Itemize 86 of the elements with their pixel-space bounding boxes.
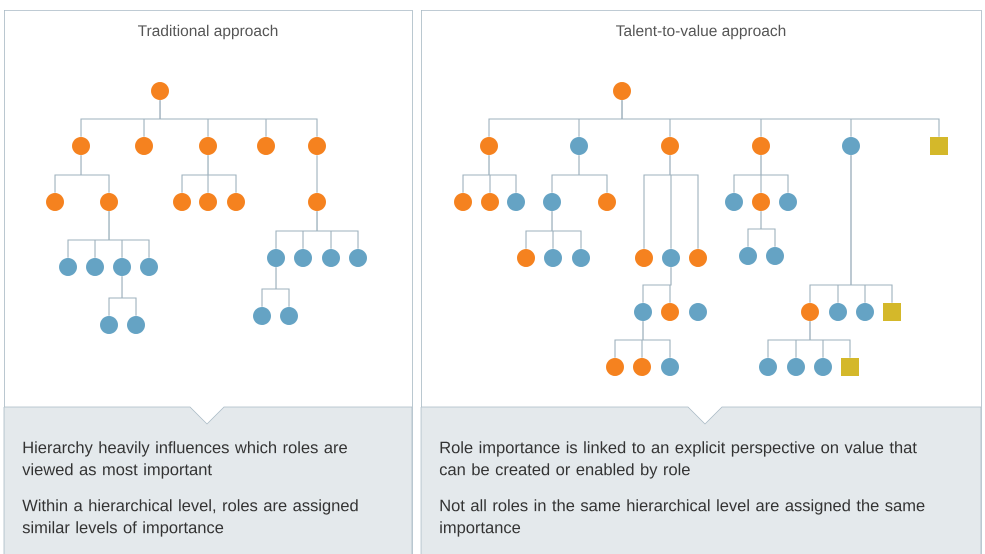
role-circle <box>544 249 562 267</box>
role-circle <box>46 193 64 211</box>
role-circle <box>725 193 743 211</box>
role-circle <box>689 303 707 321</box>
role-circle <box>199 193 217 211</box>
role-circle <box>199 137 217 155</box>
connector-line <box>551 211 582 249</box>
connector-line <box>275 267 290 307</box>
role-circle <box>759 358 777 376</box>
role-circle <box>829 303 847 321</box>
role-circle <box>598 193 616 211</box>
role-circle <box>280 307 298 325</box>
role-circle <box>86 258 104 276</box>
role-square <box>930 137 948 155</box>
role-circle <box>787 358 805 376</box>
role-circle <box>100 316 118 334</box>
role-circle <box>517 249 535 267</box>
role-circle <box>634 303 652 321</box>
description-text: Role importance is linked to an explicit perspective on value that can be created or enabled by role <box>440 441 917 479</box>
role-circle <box>253 307 271 325</box>
role-circle <box>572 249 590 267</box>
role-circle <box>294 249 312 267</box>
role-circle <box>801 303 819 321</box>
role-square <box>841 358 859 376</box>
role-circle <box>662 249 680 267</box>
role-circle <box>59 258 78 276</box>
role-circle <box>308 137 326 155</box>
role-circle <box>635 249 653 267</box>
connector-line <box>669 155 699 249</box>
panel-heading: Talent-to-value approach <box>616 24 786 40</box>
role-circle <box>661 358 679 376</box>
role-circle <box>661 137 679 155</box>
role-circle <box>633 358 651 376</box>
connector-line <box>80 155 110 193</box>
role-circle <box>267 249 285 267</box>
role-circle <box>308 193 326 211</box>
connector-line <box>669 267 672 303</box>
role-circle <box>739 247 757 265</box>
role-circle <box>135 137 153 155</box>
role-circle <box>454 193 472 211</box>
connector-line <box>488 155 517 193</box>
connector-line <box>316 155 318 193</box>
description-text: Hierarchy heavily influences which roles are viewed as most important <box>22 441 347 479</box>
connector-line <box>316 211 359 249</box>
connector-line <box>578 155 608 193</box>
connector-line <box>621 100 940 137</box>
connector-line <box>642 321 671 358</box>
role-circle <box>814 358 832 376</box>
connector-line <box>207 155 237 193</box>
connector-line <box>809 321 851 358</box>
role-circle <box>72 137 90 155</box>
role-circle <box>100 193 118 211</box>
role-circle <box>842 137 860 155</box>
connector-line <box>850 155 893 303</box>
description-text: Within a hierarchical level, roles are assigned similar levels of importance <box>22 499 358 537</box>
role-circle <box>480 137 498 155</box>
description-text: Not all roles in the same hierarchical level are assigned the same importance <box>440 499 924 537</box>
role-circle <box>481 193 499 211</box>
role-circle <box>173 193 191 211</box>
role-circle <box>766 247 784 265</box>
role-circle <box>349 249 367 267</box>
role-circle <box>606 358 624 376</box>
role-circle <box>140 258 158 276</box>
role-circle <box>257 137 275 155</box>
connector-line <box>760 155 789 193</box>
role-circle <box>543 193 561 211</box>
connector-line <box>108 211 150 258</box>
role-circle <box>613 82 631 100</box>
role-circle <box>661 303 679 321</box>
role-circle <box>752 193 770 211</box>
role-circle <box>856 303 874 321</box>
connector-line <box>760 211 776 247</box>
role-circle <box>570 137 588 155</box>
panel-heading: Traditional approach <box>138 24 278 40</box>
role-square <box>883 303 901 321</box>
connector-line <box>121 276 137 316</box>
role-circle <box>227 193 245 211</box>
role-circle <box>127 316 145 334</box>
role-circle <box>689 249 707 267</box>
role-circle <box>507 193 525 211</box>
role-circle <box>779 193 797 211</box>
connector-line <box>159 100 318 137</box>
role-circle <box>151 82 169 100</box>
role-circle <box>113 258 131 276</box>
role-circle <box>752 137 770 155</box>
role-circle <box>322 249 340 267</box>
